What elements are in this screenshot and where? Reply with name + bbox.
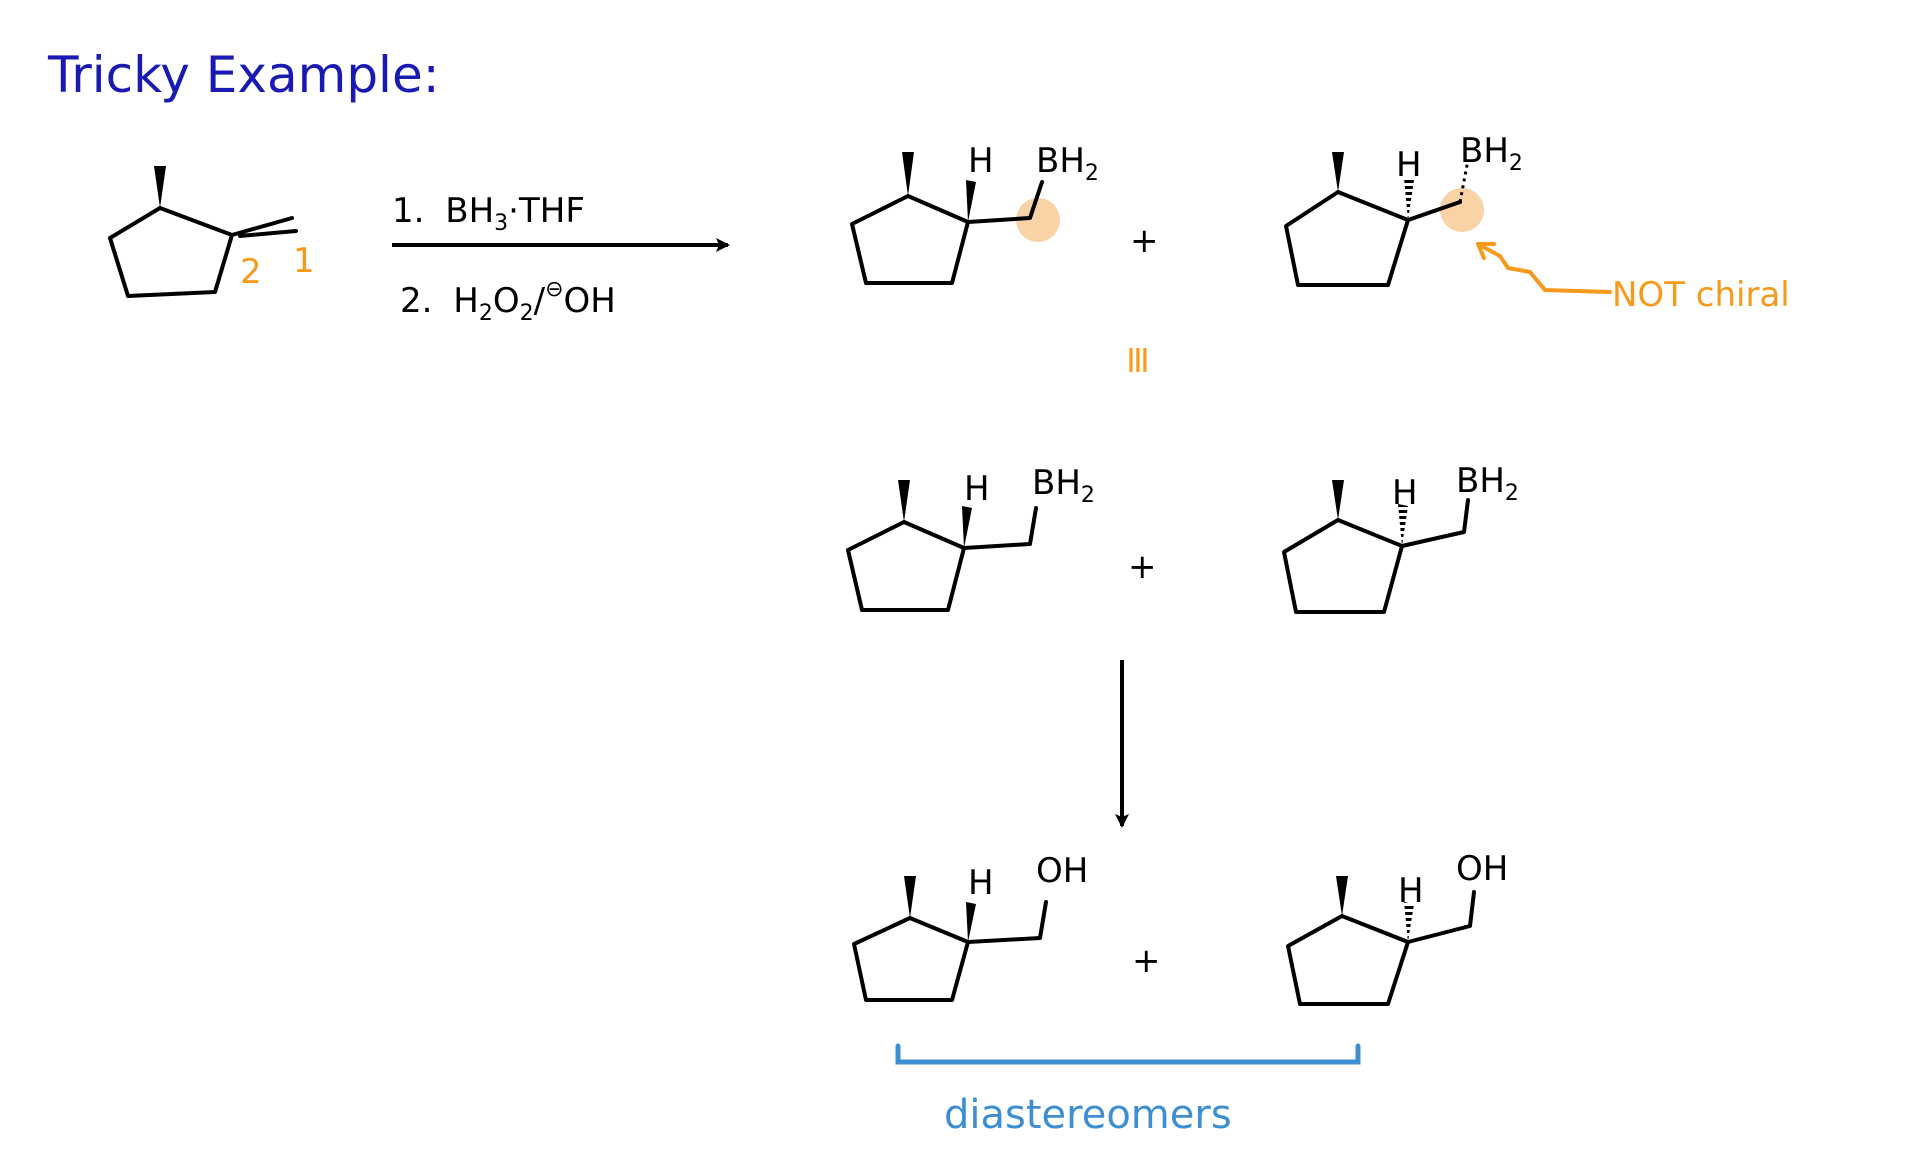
- h-label: H: [1392, 473, 1418, 513]
- intermediate-b-row1: H BH2: [1284, 131, 1523, 287]
- plus-sign: +: [1130, 221, 1159, 261]
- equivalence-symbol: ≡: [1117, 344, 1161, 376]
- reagent-arrow: 1. BH3·THF 2. H2O2/⊖OH: [392, 191, 730, 326]
- plus-sign: +: [1128, 547, 1157, 587]
- h-label: H: [968, 863, 994, 903]
- h-label: H: [968, 141, 994, 181]
- not-chiral-annotation: NOT chiral: [1476, 242, 1790, 315]
- not-chiral-label: NOT chiral: [1612, 275, 1790, 315]
- product-a: H OH: [852, 851, 1088, 1002]
- oh-group: OH: [1036, 851, 1088, 891]
- product-b: H OH: [1286, 849, 1508, 1006]
- carbon-number-1: 1: [293, 241, 315, 281]
- intermediate-a-row2: H BH2: [846, 463, 1095, 612]
- reagent-step-1: 1. BH3·THF: [392, 191, 585, 236]
- diastereomers-label: diastereomers: [944, 1092, 1232, 1138]
- boron-group: BH2: [1032, 463, 1095, 508]
- h-label: H: [964, 469, 990, 509]
- intermediate-a-row1: H BH2: [850, 141, 1099, 285]
- boron-group: BH2: [1036, 141, 1099, 186]
- boron-group: BH2: [1456, 461, 1519, 506]
- wedge-bond: [154, 166, 166, 208]
- starting-material: 2 1: [108, 166, 315, 298]
- carbon-number-2: 2: [240, 252, 262, 292]
- diastereomer-bracket: [895, 1043, 1361, 1065]
- plus-sign: +: [1132, 941, 1161, 981]
- h-label: H: [1396, 145, 1422, 185]
- intermediate-b-row2: H BH2: [1282, 461, 1519, 614]
- oh-group: OH: [1456, 849, 1508, 889]
- highlight-carbon: [1016, 198, 1060, 242]
- highlight-carbon: [1440, 188, 1484, 232]
- page-title: Tricky Example:: [47, 46, 440, 104]
- boron-group: BH2: [1460, 131, 1523, 176]
- h-label: H: [1398, 871, 1424, 911]
- reagent-step-2: 2. H2O2/⊖OH: [400, 277, 616, 326]
